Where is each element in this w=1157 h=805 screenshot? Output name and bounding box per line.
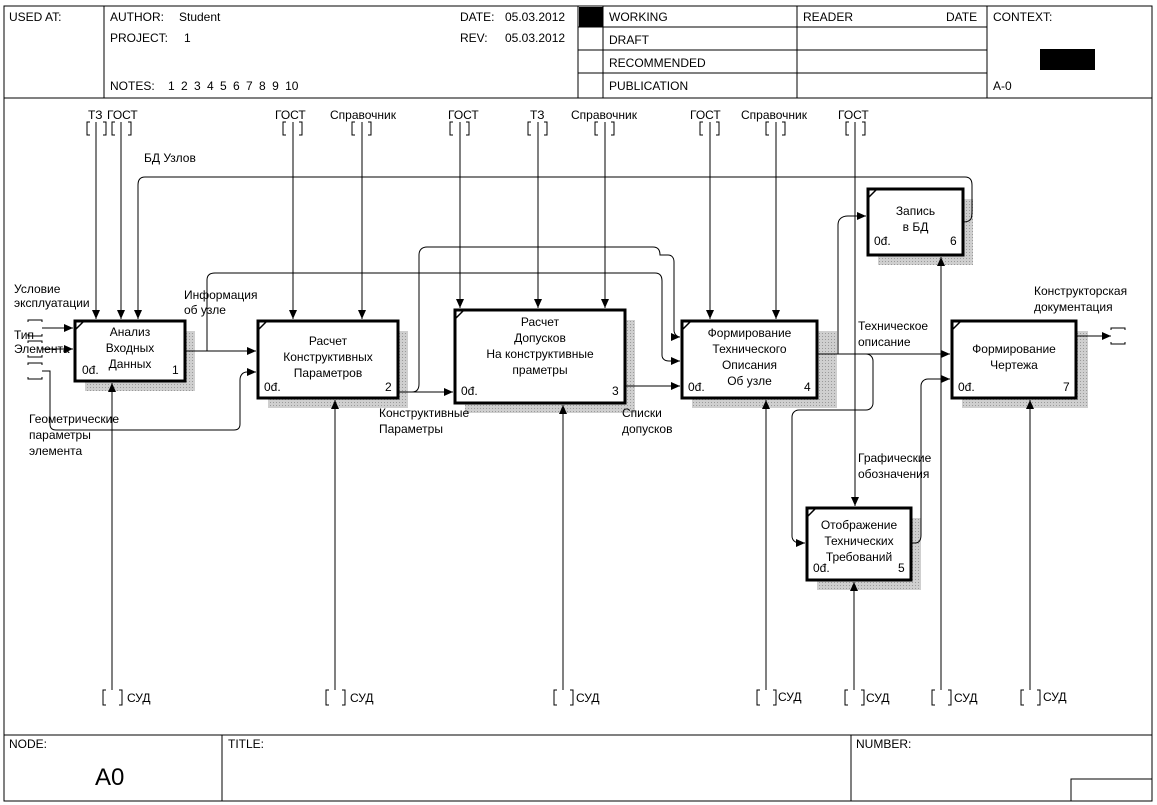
reader-date-label: DATE: [946, 10, 978, 24]
box-2-title: Расчет Конструктивных Параметров: [283, 334, 373, 380]
activity-box-1[interactable]: [73, 319, 187, 383]
arrows: [42, 122, 1111, 690]
control-label-gost-2: ГОСТ: [275, 108, 306, 122]
arrow-label-uslovie: Условие эксплуатации: [14, 282, 90, 310]
control-label-spravochnik-3: Справочник: [741, 108, 807, 122]
arrow-label-info: Информация об узле: [184, 288, 258, 317]
box-4-number: 4: [804, 380, 811, 394]
activity-box-5[interactable]: [805, 506, 913, 582]
title-label: TITLE:: [228, 737, 265, 751]
context-thumbnail: [1040, 49, 1095, 70]
control-label-gost-5: ГОСТ: [838, 108, 869, 122]
control-label-gost-3: ГОСТ: [448, 108, 479, 122]
box-3-cost: 0đ.: [461, 384, 478, 398]
rev-label: REV:: [460, 31, 488, 45]
control-label-tz-1: ТЗ: [88, 108, 103, 122]
control-tunnels: [86, 121, 866, 136]
node-value: A0: [95, 764, 125, 791]
context-label: CONTEXT:: [993, 10, 1053, 24]
box-3-number: 3: [612, 384, 619, 398]
box-7-number: 7: [1063, 380, 1070, 394]
arrow-label-konstr-param: Конструктивные Параметры: [379, 406, 470, 436]
input-tunnels: [27, 319, 1126, 380]
box-1-number: 1: [172, 363, 179, 377]
arrow-label-tech-opis: Техническое описание: [858, 319, 929, 349]
date-label: DATE:: [460, 10, 495, 24]
box-1-title: Анализ Входных Данных: [105, 325, 155, 371]
arrow-label-bd-uzlov: БД Узлов: [144, 151, 196, 165]
mechanism-label-3: СУД: [576, 691, 600, 705]
box-6-number: 6: [950, 234, 957, 248]
control-label-spravochnik-2: Справочник: [571, 108, 637, 122]
activity-box-2[interactable]: [256, 319, 400, 400]
control-label-tz-2: ТЗ: [530, 108, 545, 122]
mechanism-label-5: СУД: [866, 691, 890, 705]
working-status-marker: [579, 7, 603, 27]
author-value: Student: [179, 10, 221, 24]
arrow-label-tip: Тип Элемента: [14, 328, 70, 356]
box-2-number: 2: [385, 380, 392, 394]
box-6-cost: 0đ.: [874, 234, 891, 248]
activity-box-4[interactable]: [680, 319, 819, 400]
box-3-title: Расчет Допусков На конструктивные прамет…: [486, 315, 594, 377]
project-label: PROJECT:: [110, 31, 169, 45]
mechanism-tunnels: [102, 689, 1041, 706]
number-label: NUMBER:: [856, 737, 912, 751]
box-1-cost: 0đ.: [82, 363, 99, 377]
date-value: 05.03.2012: [505, 10, 566, 24]
node-label: NODE:: [9, 737, 48, 751]
mechanism-label-4: СУД: [778, 690, 802, 704]
status-recommended: RECOMMENDED: [609, 56, 706, 70]
control-label-spravochnik-1: Справочник: [330, 108, 396, 122]
status-draft: DRAFT: [609, 33, 649, 47]
reader-label: READER: [803, 10, 854, 24]
box-5-number: 5: [898, 561, 905, 575]
control-label-gost-4: ГОСТ: [690, 108, 721, 122]
notes-label: NOTES:: [110, 79, 155, 93]
control-label-gost-1: ГОСТ: [107, 108, 138, 122]
rev-value: 05.03.2012: [505, 31, 566, 45]
box-5-cost: 0đ.: [813, 561, 830, 575]
box-7-cost: 0đ.: [958, 380, 975, 394]
arrow-label-geom: Геометрические параметры элемента: [29, 412, 119, 458]
mechanism-label-2: СУД: [350, 691, 374, 705]
arrow-label-graf: Графические обозначения: [858, 451, 932, 481]
box-7-title: Формирование Чертежа: [972, 342, 1056, 372]
author-label: AUTHOR:: [110, 10, 164, 24]
status-working: WORKING: [609, 10, 668, 24]
context-node: A-0: [993, 79, 1012, 93]
box-6-title: Запись в БД: [895, 204, 936, 234]
arrow-label-spiski: Списки допусков: [622, 406, 673, 436]
mechanism-label-6: СУД: [954, 691, 978, 705]
status-publication: PUBLICATION: [609, 79, 689, 93]
activity-box-6[interactable]: [866, 187, 965, 257]
box-4-cost: 0đ.: [688, 380, 705, 394]
mechanism-label-1: СУД: [127, 691, 151, 705]
activity-box-7[interactable]: [950, 319, 1078, 400]
notes-value: 1 2 3 4 5 6 7 8 9 10: [168, 79, 299, 93]
project-value: 1: [184, 31, 191, 45]
arrow-label-konstr-doc: Конструкторская документация: [1034, 284, 1128, 314]
used-at-label: USED AT:: [9, 10, 62, 24]
box-4-title: Формирование Технического Описания Об уз…: [707, 326, 792, 388]
box-2-cost: 0đ.: [264, 380, 281, 394]
mechanism-label-7: СУД: [1043, 690, 1067, 704]
activity-box-3[interactable]: [453, 308, 627, 405]
box-5-title: Отображение Технических Требований: [820, 518, 898, 564]
